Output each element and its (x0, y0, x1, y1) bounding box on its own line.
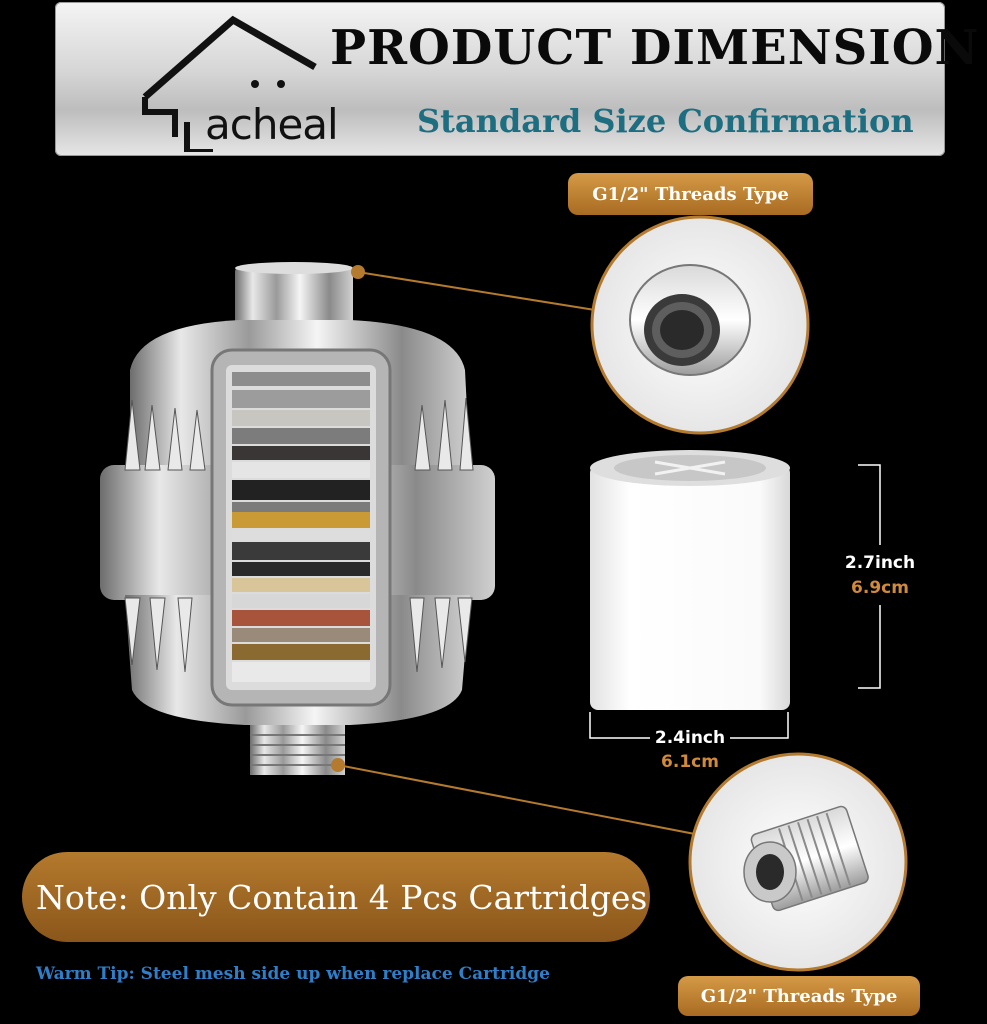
house-logo-icon (142, 15, 317, 152)
bottom-thread-detail (688, 752, 908, 972)
width-inch-label: 2.4inch (654, 728, 726, 748)
warm-tip: Warm Tip: Steel mesh side up when replac… (36, 964, 550, 984)
height-cm-label: 6.9cm (851, 578, 909, 598)
page-title: PRODUCT DIMENSION (330, 20, 980, 76)
top-connector (235, 262, 353, 336)
height-inch-label: 2.7inch (844, 553, 916, 573)
replacement-cartridge (590, 450, 790, 710)
width-cm-label: 6.1cm (661, 752, 719, 772)
filter-media-layers (232, 372, 370, 682)
bottom-thread-label: G1/2" Threads Type (678, 976, 920, 1016)
bottom-threaded-connector (250, 725, 345, 775)
page-subtitle: Standard Size Confirmation (417, 102, 914, 140)
callout-lines (331, 265, 701, 836)
top-thread-detail (590, 215, 810, 435)
cartridge-note: Note: Only Contain 4 Pcs Cartridges (22, 852, 650, 942)
top-thread-label: G1/2" Threads Type (568, 173, 813, 215)
header-banner: acheal PRODUCT DIMENSION Standard Size C… (55, 2, 978, 156)
dimension-lines (589, 464, 881, 739)
brand-name: acheal (205, 100, 339, 149)
